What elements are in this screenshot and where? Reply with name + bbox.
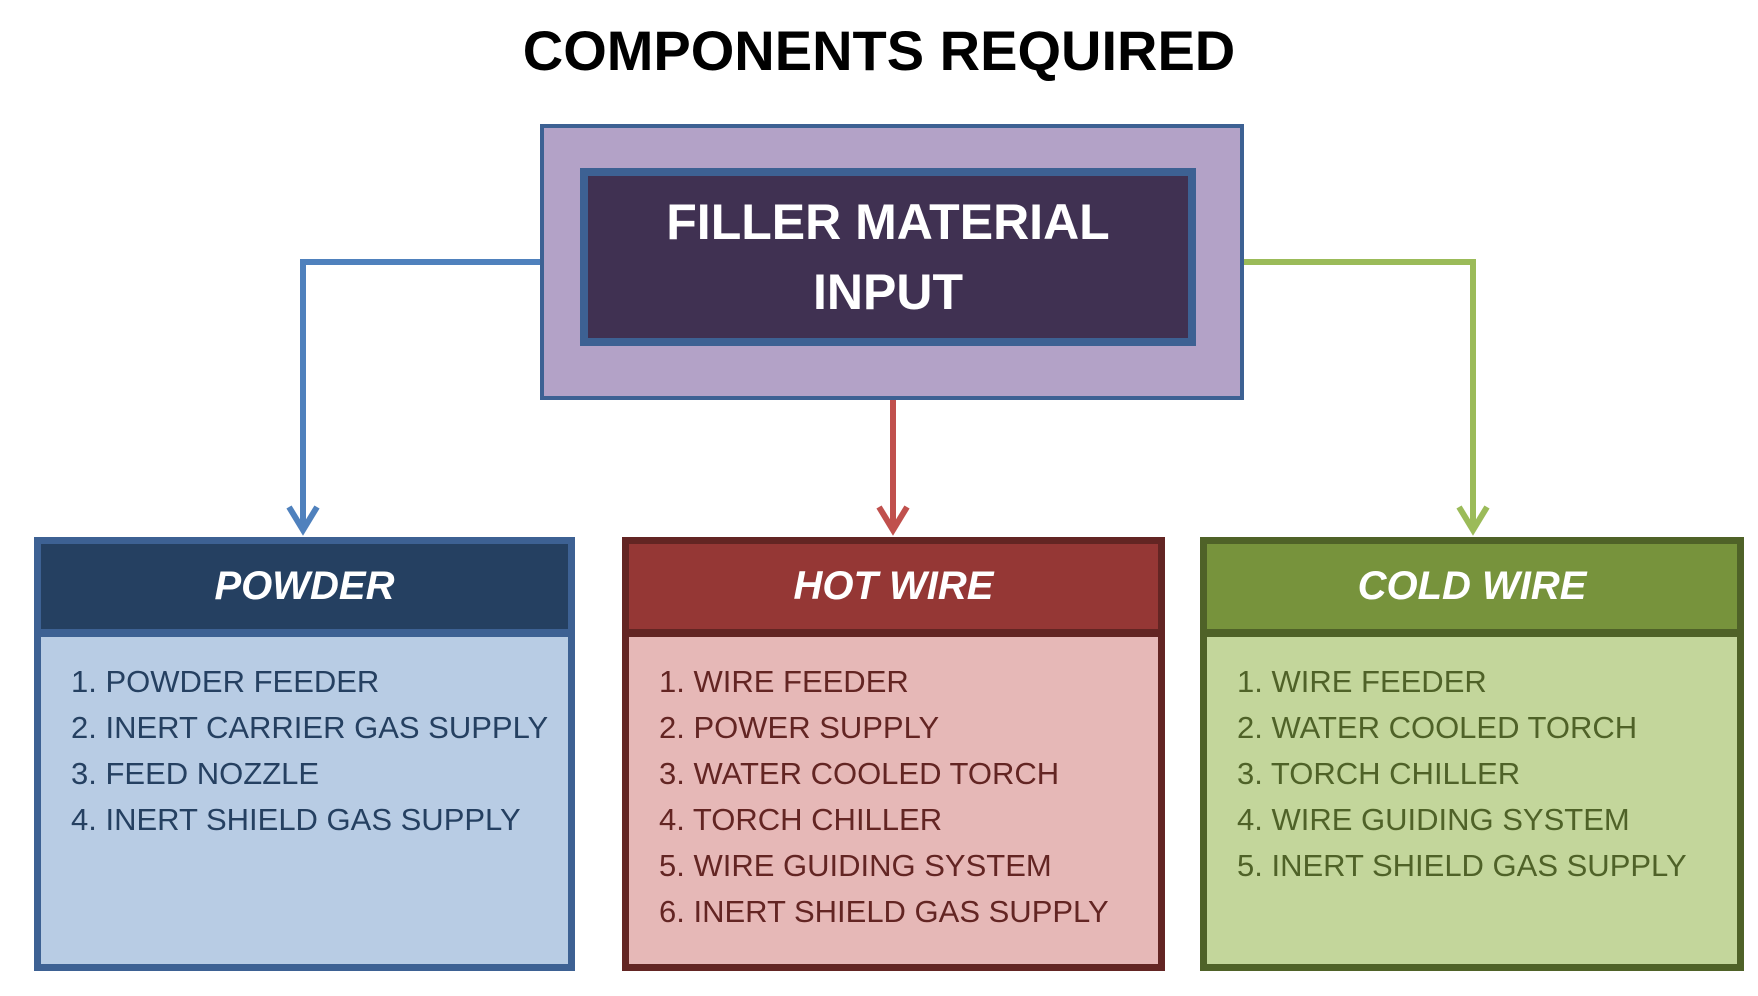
- list-item: 4. INERT SHIELD GAS SUPPLY: [71, 802, 521, 837]
- category-header-hot-wire: HOT WIRE: [629, 544, 1158, 637]
- list-item: 3. WATER COOLED TORCH: [659, 756, 1060, 791]
- list-item: 3. TORCH CHILLER: [1237, 756, 1521, 791]
- list-item: 5. WIRE GUIDING SYSTEM: [659, 848, 1052, 883]
- connector-cold-wire: [1242, 259, 1490, 536]
- arrowhead-powder-icon: [286, 505, 320, 536]
- category-cold-wire: COLD WIRE 1. WIRE FEEDER 2. WATER COOLED…: [1200, 537, 1744, 971]
- filler-material-input-box: FILLER MATERIAL INPUT: [540, 124, 1244, 400]
- category-header-powder: POWDER: [41, 544, 568, 637]
- category-powder: POWDER 1. POWDER FEEDER 2. INERT CARRIER…: [34, 537, 575, 971]
- source-line-2: INPUT: [813, 264, 963, 320]
- list-item: 2. POWER SUPPLY: [659, 710, 940, 745]
- list-item: 4. WIRE GUIDING SYSTEM: [1237, 802, 1630, 837]
- list-item: 2. WATER COOLED TORCH: [1237, 710, 1638, 745]
- component-list-hot-wire: 1. WIRE FEEDER 2. POWER SUPPLY 3. WATER …: [629, 637, 1158, 935]
- list-item: 3. FEED NOZZLE: [71, 756, 320, 791]
- list-item: 1. WIRE FEEDER: [659, 664, 909, 699]
- list-item: 2. INERT CARRIER GAS SUPPLY: [71, 710, 549, 745]
- connector-powder: [286, 259, 542, 536]
- category-header-cold-wire: COLD WIRE: [1207, 544, 1737, 637]
- diagram-title: COMPONENTS REQUIRED: [522, 19, 1236, 82]
- connector-hot-wire: [876, 398, 910, 536]
- list-item: 1. WIRE FEEDER: [1237, 664, 1487, 699]
- list-item: 6. INERT SHIELD GAS SUPPLY: [659, 894, 1109, 929]
- source-line-1: FILLER MATERIAL: [666, 194, 1110, 250]
- list-item: 4. TORCH CHILLER: [659, 802, 943, 837]
- category-hot-wire: HOT WIRE 1. WIRE FEEDER 2. POWER SUPPLY …: [622, 537, 1165, 971]
- filler-material-input-label: FILLER MATERIAL INPUT: [580, 168, 1196, 346]
- component-list-powder: 1. POWDER FEEDER 2. INERT CARRIER GAS SU…: [41, 637, 568, 843]
- list-item: 5. INERT SHIELD GAS SUPPLY: [1237, 848, 1687, 883]
- arrowhead-hot-wire-icon: [876, 505, 910, 536]
- component-list-cold-wire: 1. WIRE FEEDER 2. WATER COOLED TORCH 3. …: [1207, 637, 1737, 889]
- arrowhead-cold-wire-icon: [1456, 505, 1490, 536]
- connector-cold-wire-line: [1242, 259, 1476, 528]
- list-item: 1. POWDER FEEDER: [71, 664, 380, 699]
- connector-powder-line: [300, 259, 542, 528]
